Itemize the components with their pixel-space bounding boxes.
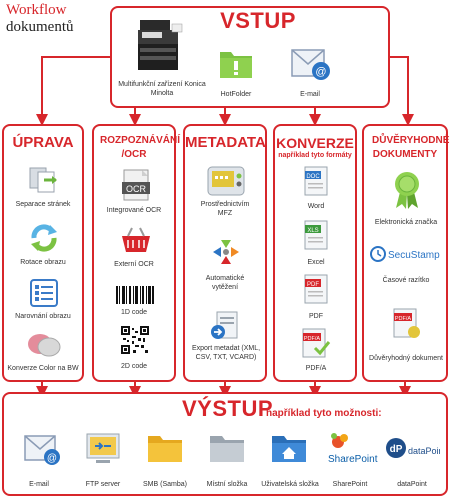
word-badge: DOC [306, 174, 320, 180]
header-line2: dokumentů [6, 19, 74, 35]
input-label-email: E-mail [300, 91, 320, 98]
input-label-mfp: Multifunkční zařízení Konica Minolta [118, 81, 206, 97]
local-folder-icon [208, 430, 246, 466]
output-label-2: SMB (Samba) [143, 481, 187, 488]
ocr-badge-text: OCR [126, 184, 147, 194]
output-label-1: FTP server [85, 481, 121, 488]
input-box: VSTUP Multifunkční zařízení Konica Minol… [110, 6, 390, 108]
konverze-label-1: Excel [307, 259, 325, 266]
konverze-label-3: PDF/A [305, 365, 327, 372]
sharepoint-badge: SharePoint [328, 454, 378, 465]
ocr-label-1: Externí OCR [114, 261, 154, 268]
email-icon: @ [22, 430, 62, 468]
konverze-label-0: Word [307, 203, 325, 210]
seal-icon [392, 170, 422, 210]
trusted-pdf-badge: PDF/A [395, 316, 412, 322]
header-title: Workflow dokumentů [6, 2, 74, 36]
svg-text:dP: dP [390, 444, 403, 455]
color-convert-icon [26, 330, 62, 360]
output-subtitle: například tyto možnosti: [266, 408, 382, 419]
output-label-4: Uživatelská složka [261, 481, 319, 488]
column-title-konverze: KONVERZE [276, 135, 354, 151]
column-trusted: DŮVĚRYHODNÉ DOKUMENTY Elektronická značk… [362, 124, 450, 382]
header-line1: Workflow [6, 2, 67, 18]
auto-extract-icon [209, 236, 243, 268]
column-title-trusted: DŮVĚRYHODNÉ DOKUMENTY [372, 135, 450, 160]
pdfa-icon: PDF/A [301, 328, 331, 358]
output-label-0: E-mail [29, 481, 49, 488]
uprava-label-2: Narovnání obrazu [15, 313, 71, 320]
word-icon: DOC [303, 166, 329, 196]
secustamp-icon: SecuStamp [370, 244, 446, 264]
ocr-icon: OCR [120, 168, 152, 202]
excel-icon: XLS [303, 220, 329, 250]
pdf-icon: PDF [303, 274, 329, 304]
basket-icon [118, 226, 154, 254]
export-icon [209, 310, 243, 342]
trusted-pdf-icon: PDF/A [392, 308, 422, 340]
user-folder-icon [270, 430, 308, 466]
trusted-label-1: Časové razítko [382, 277, 430, 284]
metadata-label-0: Prostřednictvím MFZ [200, 201, 250, 217]
ftp-server-icon [84, 430, 124, 468]
svg-text:@: @ [315, 66, 326, 78]
ocr-label-3: 2D code [120, 363, 148, 370]
input-label-hotfolder: HotFolder [220, 91, 252, 98]
input-title: VSTUP [220, 8, 296, 33]
straighten-icon [29, 278, 59, 308]
uprava-label-3: Konverze Color na BW [7, 365, 79, 372]
column-metadata: METADATA Prostřednictvím MFZ Automatické… [183, 124, 267, 382]
secustamp-badge: SecuStamp [388, 250, 440, 261]
output-label-6: dataPoint [397, 481, 427, 488]
column-ocr: ROZPOZNÁVÁNÍ /OCR OCR Integrované OCR Ex… [92, 124, 180, 382]
konverze-subtitle: například tyto formáty [278, 152, 352, 159]
output-label-5: SharePoint [332, 481, 368, 488]
qrcode-icon [121, 326, 149, 354]
smb-folder-icon [146, 430, 184, 466]
column-uprava: ÚPRAVA Separace stránek Rotace obrazu Na… [2, 124, 84, 382]
email-icon: @ [288, 44, 332, 84]
column-konverze: KONVERZE například tyto formáty DOC Word… [273, 124, 357, 382]
column-title-uprava: ÚPRAVA [12, 134, 74, 151]
datapoint-icon: dP dataPoint [384, 430, 440, 468]
ocr-label-0: Integrované OCR [106, 207, 162, 214]
excel-badge: XLS [307, 228, 318, 234]
hotfolder-icon [218, 46, 254, 80]
column-title-ocr: ROZPOZNÁVÁNÍ /OCR [100, 135, 180, 160]
pdfa-badge: PDF/A [304, 336, 321, 342]
metadata-label-1: Automatické vytěžení [205, 275, 245, 291]
output-box: VÝSTUP například tyto možnosti: @ E-mail… [2, 392, 448, 496]
svg-text:@: @ [47, 453, 57, 464]
mfp-printer-icon [132, 16, 186, 74]
uprava-label-1: Rotace obrazu [20, 259, 66, 266]
rotate-icon [28, 222, 60, 254]
uprava-label-0: Separace stránek [15, 201, 71, 208]
page-separation-icon [28, 166, 60, 196]
column-title-metadata: METADATA [185, 134, 266, 151]
sharepoint-icon: SharePoint [324, 430, 380, 468]
datapoint-badge: dataPoint [408, 446, 440, 456]
barcode-icon [116, 286, 154, 304]
metadata-label-2: Export metadat (XML, CSV, TXT, VCARD) [191, 345, 261, 361]
trusted-label-2: Důvěryhodný dokument [369, 355, 443, 362]
trusted-label-0: Elektronická značka [374, 219, 438, 226]
pdf-badge: PDF [307, 282, 319, 288]
mfp-panel-icon [207, 166, 245, 196]
ocr-label-2: 1D code [120, 309, 148, 316]
output-title: VÝSTUP [182, 396, 274, 421]
output-label-3: Místní složka [206, 481, 248, 488]
konverze-label-2: PDF [309, 313, 323, 320]
